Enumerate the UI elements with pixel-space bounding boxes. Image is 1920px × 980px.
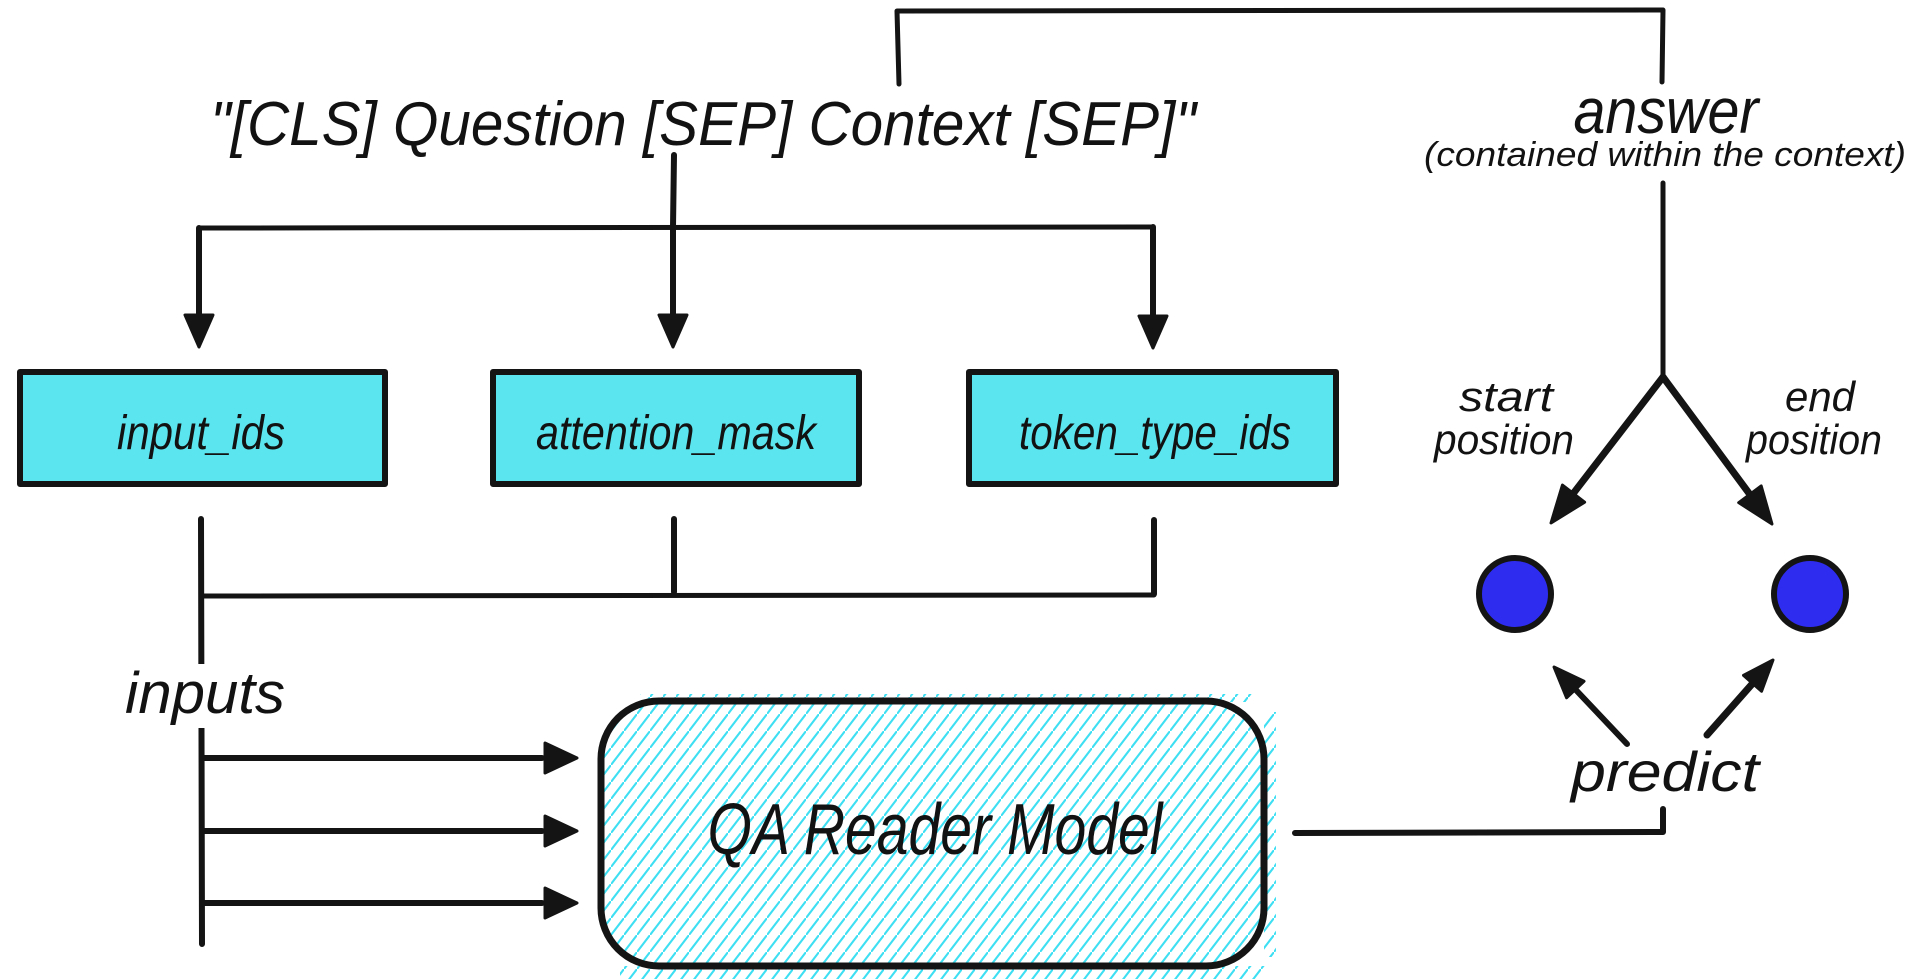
svg-text:position: position xyxy=(1744,416,1882,463)
svg-text:inputs: inputs xyxy=(125,661,285,726)
svg-text:start: start xyxy=(1459,373,1556,420)
svg-text:position: position xyxy=(1432,416,1574,463)
svg-text:end: end xyxy=(1785,373,1857,420)
svg-text:predict: predict xyxy=(1569,740,1762,803)
svg-text:attention_mask: attention_mask xyxy=(536,407,819,460)
svg-text:QA Reader Model: QA Reader Model xyxy=(708,790,1165,870)
svg-text:(contained within the context): (contained within the context) xyxy=(1424,136,1906,174)
svg-text:answer: answer xyxy=(1574,75,1761,147)
svg-text:"[CLS] Question [SEP] Context: "[CLS] Question [SEP] Context [SEP]" xyxy=(210,90,1199,159)
svg-text:input_ids: input_ids xyxy=(117,407,285,460)
svg-text:token_type_ids: token_type_ids xyxy=(1019,407,1291,460)
